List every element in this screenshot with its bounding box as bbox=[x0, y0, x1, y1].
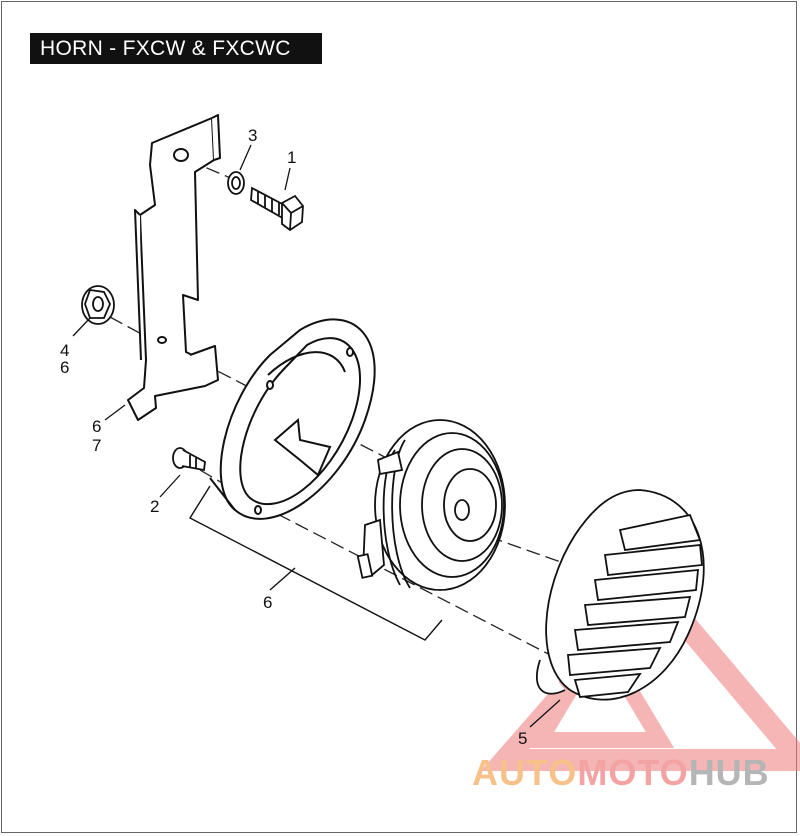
watermark-moto: MOTO bbox=[577, 752, 689, 793]
horn-assembly bbox=[356, 419, 506, 591]
callout-2: 2 bbox=[150, 497, 159, 516]
bolt bbox=[250, 186, 304, 232]
page-title: HORN - FXCW & FXCWC bbox=[30, 33, 322, 64]
screw bbox=[172, 447, 206, 472]
callout-5: 5 bbox=[518, 729, 527, 748]
callout-6-bracket: 6 bbox=[92, 417, 101, 436]
watermark-auto: AUTO bbox=[472, 752, 578, 793]
horn-mounting-ring bbox=[209, 318, 376, 520]
callout-4: 4 bbox=[60, 341, 69, 360]
callout-leaders bbox=[72, 144, 561, 728]
watermark-text: AUTOMOTOHUB bbox=[472, 752, 770, 794]
callout-7: 7 bbox=[92, 436, 101, 455]
horn-cover bbox=[535, 489, 705, 701]
flange-nut bbox=[81, 285, 115, 325]
callout-1: 1 bbox=[287, 148, 296, 167]
callout-6-nut: 6 bbox=[60, 358, 69, 377]
lock-washer bbox=[227, 171, 245, 195]
callout-3: 3 bbox=[248, 126, 257, 145]
horn-bracket bbox=[127, 114, 221, 421]
kit-bracket bbox=[189, 485, 443, 641]
watermark-hub: HUB bbox=[688, 752, 770, 793]
callout-6-kit: 6 bbox=[263, 593, 272, 612]
